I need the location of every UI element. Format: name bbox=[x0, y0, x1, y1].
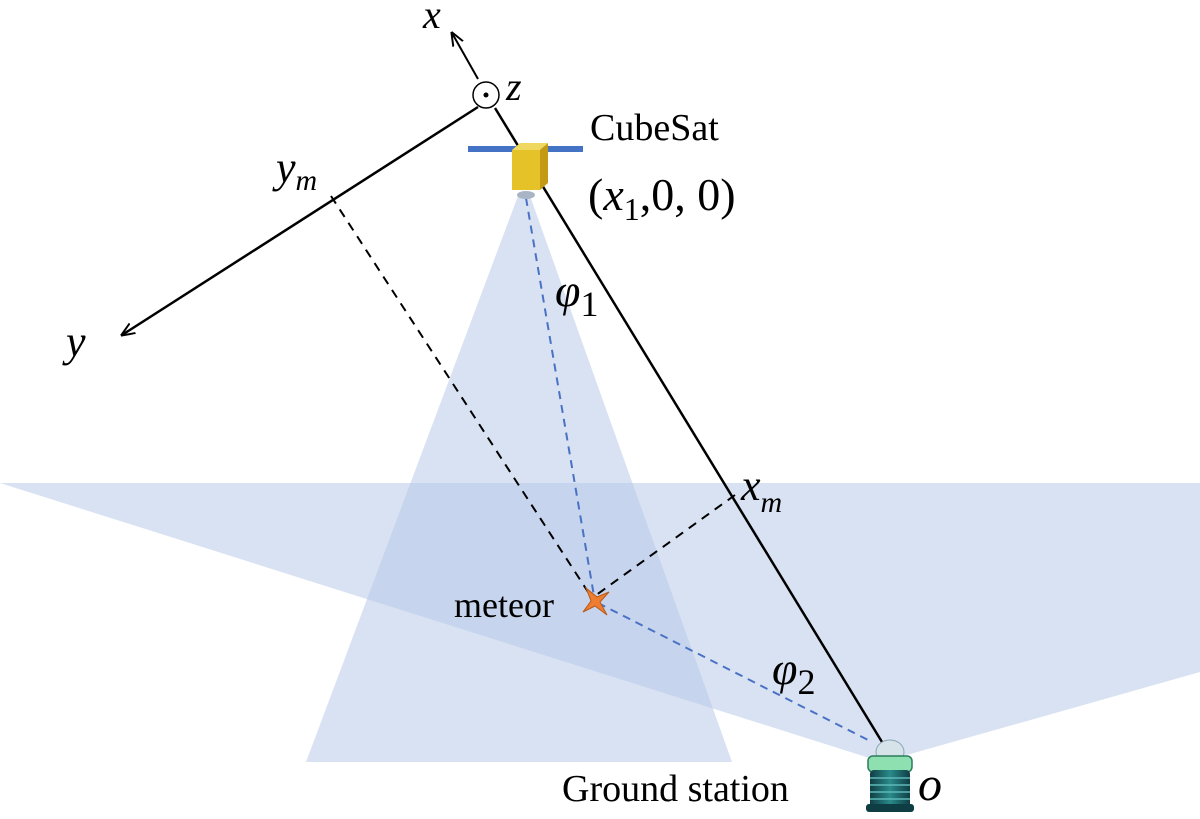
xm-label: xm bbox=[740, 461, 782, 519]
x-axis-arrow bbox=[452, 33, 479, 80]
x-axis-label: x bbox=[422, 0, 441, 37]
meteor-star-icon bbox=[582, 586, 610, 616]
z-axis-dot bbox=[483, 92, 489, 98]
z-axis-label: z bbox=[505, 64, 522, 109]
cubesat-icon bbox=[468, 143, 583, 199]
phi1-label: φ1 bbox=[555, 265, 598, 324]
ground-station-icon bbox=[866, 739, 914, 812]
cubesat-fov bbox=[306, 196, 732, 762]
origin-label: o bbox=[918, 758, 942, 811]
cubesat-sightline bbox=[525, 197, 595, 597]
phi2-label: φ2 bbox=[772, 643, 815, 702]
cubesat-coordinate: (x1,0, 0) bbox=[588, 169, 736, 227]
y-axis-label: y bbox=[62, 317, 86, 366]
cubesat-label: CubeSat bbox=[590, 107, 719, 149]
x-axis-line bbox=[493, 107, 884, 743]
ym-label: ym bbox=[272, 143, 317, 197]
xm-projection-line bbox=[591, 494, 736, 599]
y-axis-line bbox=[122, 105, 479, 335]
ground-station-label: Ground station bbox=[562, 768, 789, 810]
meteor-label: meteor bbox=[454, 585, 554, 625]
station-sightline bbox=[597, 602, 873, 743]
